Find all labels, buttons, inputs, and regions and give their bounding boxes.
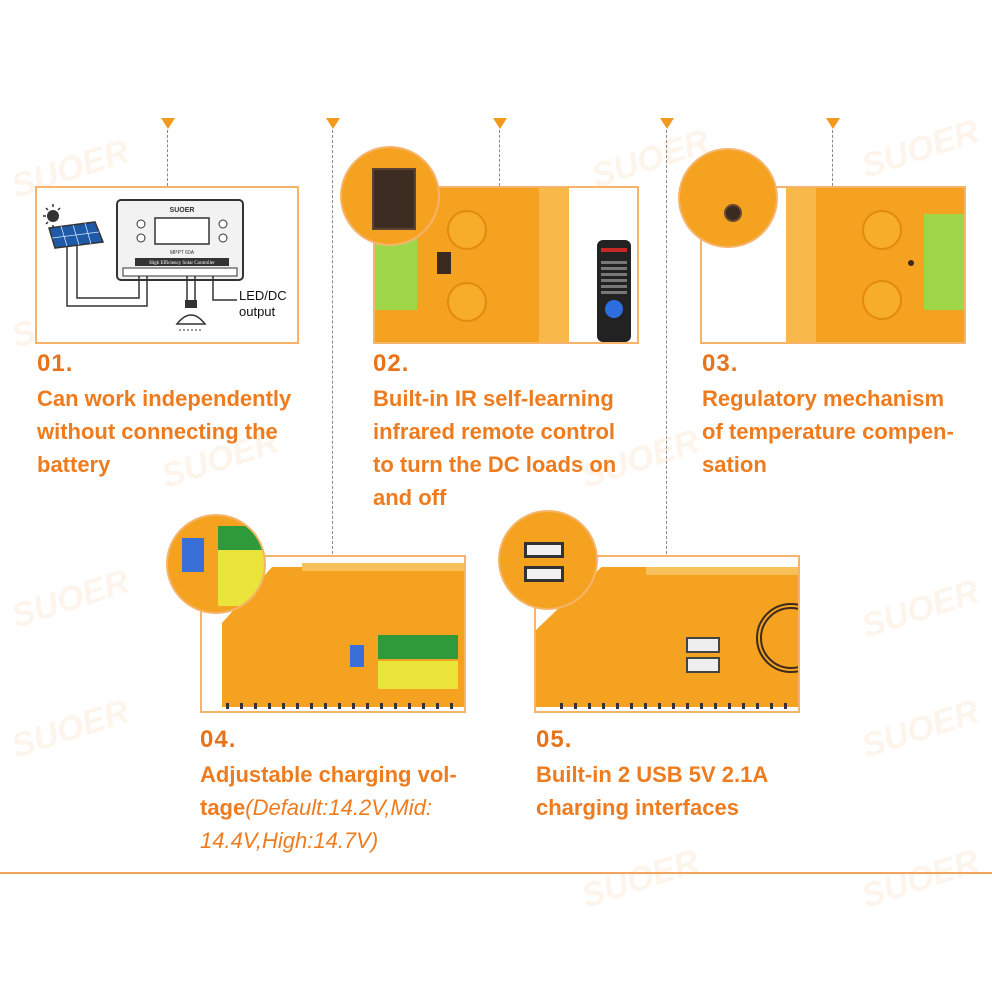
ir-sensor-icon bbox=[437, 252, 451, 274]
device-caption: High Efficiency Solar Controller bbox=[149, 261, 215, 266]
sun-icon bbox=[43, 204, 61, 228]
label-sticker bbox=[378, 661, 458, 689]
solar-panel-icon bbox=[48, 221, 105, 249]
bottom-divider bbox=[0, 872, 992, 874]
dip-switch-zoom bbox=[166, 514, 266, 614]
panel-usb bbox=[534, 555, 800, 713]
temperature-sensor-icon bbox=[908, 260, 914, 266]
feature-number: 02. bbox=[373, 350, 410, 377]
wiring-diagram: SUOER MPPT 60A High Efficiency Solar Con… bbox=[43, 199, 287, 331]
ir-sensor-zoom bbox=[340, 146, 440, 246]
feature-number: 01. bbox=[37, 350, 74, 377]
watermark: SUOER bbox=[856, 842, 984, 916]
output-label: output bbox=[239, 304, 276, 319]
feature-number: 05. bbox=[536, 726, 573, 753]
down-button-icon bbox=[862, 280, 902, 320]
feature-description: Adjustable charging vol- tage(Default:14… bbox=[200, 762, 457, 853]
temperature-sensor-zoom bbox=[678, 148, 778, 248]
device-model: MPPT 60A bbox=[170, 250, 195, 256]
output-label: LED/DC bbox=[239, 288, 287, 303]
watermark: SUOER bbox=[856, 692, 984, 766]
connector-line bbox=[167, 130, 168, 186]
lamp-icon bbox=[175, 300, 207, 331]
usb-port-icon bbox=[686, 657, 720, 673]
panel-wiring-diagram: SUOER MPPT 60A High Efficiency Solar Con… bbox=[35, 186, 299, 344]
marker-icon bbox=[326, 118, 340, 129]
watermark: SUOER bbox=[6, 692, 134, 766]
terminal-block-icon bbox=[378, 635, 458, 659]
panel-charging-voltage bbox=[200, 555, 466, 713]
usb-zoom bbox=[498, 510, 598, 610]
watermark: SUOER bbox=[6, 562, 134, 636]
up-button-icon bbox=[862, 210, 902, 250]
feature-number: 03. bbox=[702, 350, 739, 377]
marker-icon bbox=[161, 118, 175, 129]
watermark: SUOER bbox=[856, 572, 984, 646]
watermark: SUOER bbox=[856, 112, 984, 186]
down-button-icon bbox=[447, 282, 487, 322]
fan-vent-icon bbox=[756, 603, 798, 673]
dip-switch-icon bbox=[350, 645, 364, 667]
device-brand: SUOER bbox=[170, 207, 195, 214]
feature-number: 04. bbox=[200, 726, 237, 753]
panel-ir-remote bbox=[373, 186, 639, 344]
up-button-icon bbox=[447, 210, 487, 250]
marker-icon bbox=[660, 118, 674, 129]
marker-icon bbox=[826, 118, 840, 129]
usb-port-icon bbox=[686, 637, 720, 653]
lcd-screen bbox=[924, 214, 964, 310]
connector-line bbox=[332, 130, 333, 554]
connector-line bbox=[666, 130, 667, 554]
watermark: SUOER bbox=[576, 842, 704, 916]
connector-line bbox=[832, 130, 833, 186]
lcd-screen bbox=[375, 236, 417, 310]
marker-icon bbox=[493, 118, 507, 129]
connector-line bbox=[499, 130, 500, 186]
